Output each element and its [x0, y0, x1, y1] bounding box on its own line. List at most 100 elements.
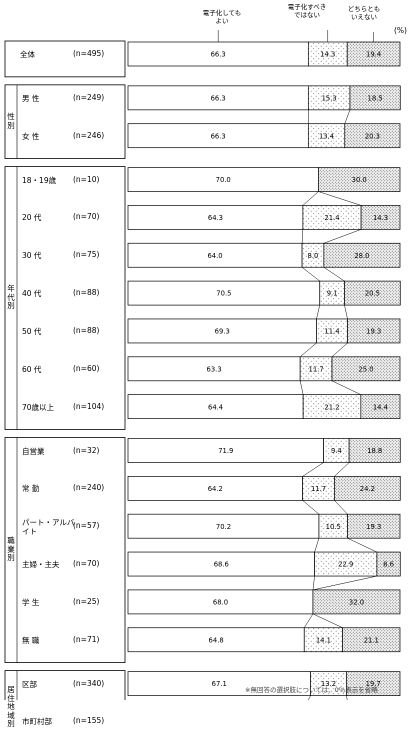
connector-line [344, 305, 348, 320]
group-frame [4, 670, 126, 700]
bar-segment-1 [127, 242, 303, 268]
data-label: 25.0 [358, 365, 373, 373]
row-n-label: (n=155) [73, 716, 105, 726]
row-label: 学 生 [22, 597, 40, 607]
bar-segment-1 [127, 205, 304, 230]
bar-segment-3 [346, 671, 401, 696]
row-label: 40 代 [22, 289, 42, 299]
data-label: 22.9 [338, 561, 353, 569]
data-label: 28.0 [354, 252, 369, 260]
connector-line [312, 613, 343, 628]
bar-segment-3 [347, 513, 401, 539]
row-n-label: (n=57) [73, 521, 100, 531]
data-label: 64.8 [209, 636, 224, 644]
row-n-label: (n=60) [73, 363, 100, 373]
row-n-label: (n=240) [73, 483, 105, 493]
bar-segment-1 [127, 85, 309, 111]
row-label: 全体 [20, 50, 35, 59]
connector-line [300, 342, 317, 357]
data-label: 71.9 [218, 447, 233, 455]
bar-segment-1 [127, 318, 317, 344]
group-frame [4, 40, 126, 78]
data-label: 66.3 [211, 51, 226, 59]
data-label: 64.4 [208, 403, 223, 411]
data-label: 64.3 [208, 214, 223, 222]
row-label: 60 代 [22, 364, 42, 374]
footnote: ※無回答の選択肢については、0％表示を省略 [245, 686, 378, 694]
data-label: 66.3 [211, 94, 226, 102]
data-label: 18.8 [367, 447, 382, 455]
connector-line [302, 500, 320, 515]
data-label: 19.7 [366, 680, 381, 688]
bar-segment-2 [307, 41, 348, 67]
bar-segment-1 [127, 123, 309, 149]
data-label: 24.2 [360, 485, 375, 493]
connector-line [299, 380, 304, 395]
group-label: 居住地域別 [7, 684, 15, 729]
data-label: 69.3 [215, 328, 230, 336]
data-label: 64.2 [208, 485, 223, 493]
data-label: 66.3 [211, 132, 226, 140]
connector-line [334, 500, 348, 515]
data-label: 8.6 [383, 561, 394, 569]
row-n-label: (n=249) [73, 92, 105, 102]
connector-line [346, 695, 348, 700]
data-label: 68.6 [214, 561, 229, 569]
data-label: 19.3 [366, 328, 381, 336]
row-label: 区部 [22, 679, 37, 689]
legend-label-series-1: 電子化してもよい [202, 9, 242, 25]
row-n-label: (n=88) [73, 288, 100, 298]
connector-line [347, 537, 377, 553]
data-label: 14.3 [320, 51, 335, 59]
data-label: 20.3 [365, 132, 380, 140]
row-n-label: (n=32) [73, 445, 100, 455]
row-n-label: (n=70) [73, 559, 100, 569]
legend-label-series-3: どちらともいえない [347, 5, 381, 21]
group-label: 職業別 [7, 536, 15, 563]
data-label: 30.0 [352, 176, 367, 184]
data-label: 14.4 [373, 403, 388, 411]
row-n-label: (n=104) [73, 401, 105, 411]
bar-segment-1 [127, 589, 314, 615]
data-label: 14.1 [316, 636, 331, 644]
data-label: 13.4 [319, 132, 334, 140]
bar-segment-1 [127, 627, 305, 653]
bar-segment-2 [303, 627, 343, 653]
bar-segment-3 [342, 627, 401, 653]
connector-line [312, 576, 315, 590]
bar-segment-2 [307, 85, 351, 111]
bar-segment-1 [127, 671, 311, 696]
bar-segment-3 [360, 205, 401, 230]
bar-segment-2 [302, 476, 335, 501]
data-label: 63.3 [207, 365, 222, 373]
data-label: 21.1 [364, 636, 379, 644]
bar-segment-3 [360, 394, 401, 419]
row-label: パート・アルバイト [22, 517, 75, 536]
data-label: 67.1 [212, 680, 227, 688]
connector-line [304, 613, 314, 628]
connector-line [301, 229, 304, 244]
data-label: 9.1 [327, 290, 338, 298]
connector-line [331, 380, 361, 395]
bar-segment-2 [316, 318, 348, 344]
row-label: 主婦・主夫 [22, 560, 60, 570]
connector-line [302, 191, 319, 206]
data-label: 20.5 [365, 290, 380, 298]
data-label: 64.0 [207, 252, 222, 260]
data-label: 21.4 [324, 214, 339, 222]
bar-segment-2 [299, 356, 333, 382]
row-n-label: (n=25) [73, 596, 100, 606]
group-label: 年代別 [7, 284, 15, 311]
row-n-label: (n=70) [73, 212, 100, 222]
data-label: 11.7 [309, 365, 324, 373]
bar-segment-3 [344, 280, 401, 306]
row-n-label: (n=71) [73, 634, 100, 644]
row-label: 自営業 [22, 446, 45, 456]
bar-segment-2 [318, 513, 348, 539]
bar-segment-3 [347, 318, 401, 344]
row-label: 70歳以上 [22, 402, 55, 412]
data-label: 13.2 [321, 680, 336, 688]
bar-segment-2 [319, 280, 345, 306]
